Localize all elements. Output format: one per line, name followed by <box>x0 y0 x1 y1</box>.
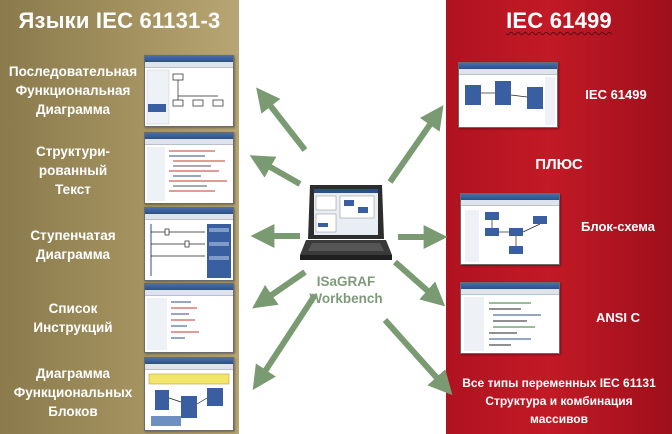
variable-types-line2: Структура и комбинация <box>485 394 633 408</box>
sfc-screenshot <box>144 55 234 127</box>
arrow-to-st <box>249 155 302 187</box>
iec61499-screenshot <box>458 62 558 128</box>
iec61499-title: IEC 61499 <box>506 8 612 33</box>
arrow-to-fbd <box>252 293 318 391</box>
laptop-icon <box>300 185 392 260</box>
iec61499-label: IEC 61499 <box>585 87 647 102</box>
arrow-to-il <box>252 269 307 309</box>
st-label-line2: рованный <box>38 163 108 178</box>
iec61131-panel: Языки IEC 61131-3 Последовательная Функц… <box>0 0 239 434</box>
ld-label-line1: Ступенчатая <box>30 228 116 243</box>
variable-types-label: Все типы переменных IEC 61131 Структура … <box>446 374 672 428</box>
fbd-label-line2: Функциональных <box>13 385 133 400</box>
st-screenshot <box>144 132 234 204</box>
il-label-line1: Список <box>48 301 98 316</box>
fbd-label-line3: Блоков <box>48 404 98 419</box>
st-label: Структури- рованный Текст <box>0 142 146 199</box>
iec61499-panel: IEC 61499 IEC 61499 ПЛЮС Блок-схема <box>446 0 672 434</box>
il-label-line2: Инструкций <box>33 320 113 335</box>
ld-label: Ступенчатая Диаграмма <box>0 226 146 264</box>
iec61131-title: Языки IEC 61131-3 <box>18 8 221 33</box>
arrow-to-sfc <box>256 87 308 152</box>
isagraf-label-line1: ISaGRAF <box>316 274 376 289</box>
ansi-c-label: ANSI C <box>595 310 641 325</box>
sfc-label-line3: Диаграмма <box>35 102 111 117</box>
arrow-to-ansi-c <box>393 259 446 307</box>
sfc-label-line1: Последовательная <box>8 64 138 79</box>
fbd-label-line1: Диаграмма <box>35 366 111 381</box>
variable-types-line3: массивов <box>529 412 589 426</box>
isagraf-label-line2: Workbench <box>309 291 383 306</box>
variable-types-line1: Все типы переменных IEC 61131 <box>462 376 656 390</box>
fbd-screenshot <box>144 357 234 431</box>
st-label-line3: Текст <box>55 182 91 197</box>
sfc-label-line2: Функциональная <box>15 83 131 98</box>
ansi-c-screenshot <box>460 282 560 354</box>
flowchart-label: Блок-схема <box>581 219 655 234</box>
sfc-label: Последовательная Функциональная Диаграмм… <box>0 62 146 119</box>
il-screenshot <box>144 283 234 353</box>
plus-label: ПЛЮС <box>535 156 583 173</box>
fbd-label: Диаграмма Функциональных Блоков <box>0 364 146 421</box>
arrow-to-variable-types <box>382 317 453 396</box>
ld-label-line2: Диаграмма <box>35 247 111 262</box>
il-label: Список Инструкций <box>0 299 146 337</box>
flowchart-screenshot <box>460 193 560 265</box>
st-label-line1: Структури- <box>35 144 110 159</box>
arrow-to-iec61499 <box>387 105 444 184</box>
isagraf-workbench-label: ISaGRAF Workbench <box>296 273 396 307</box>
ld-screenshot <box>144 207 234 281</box>
